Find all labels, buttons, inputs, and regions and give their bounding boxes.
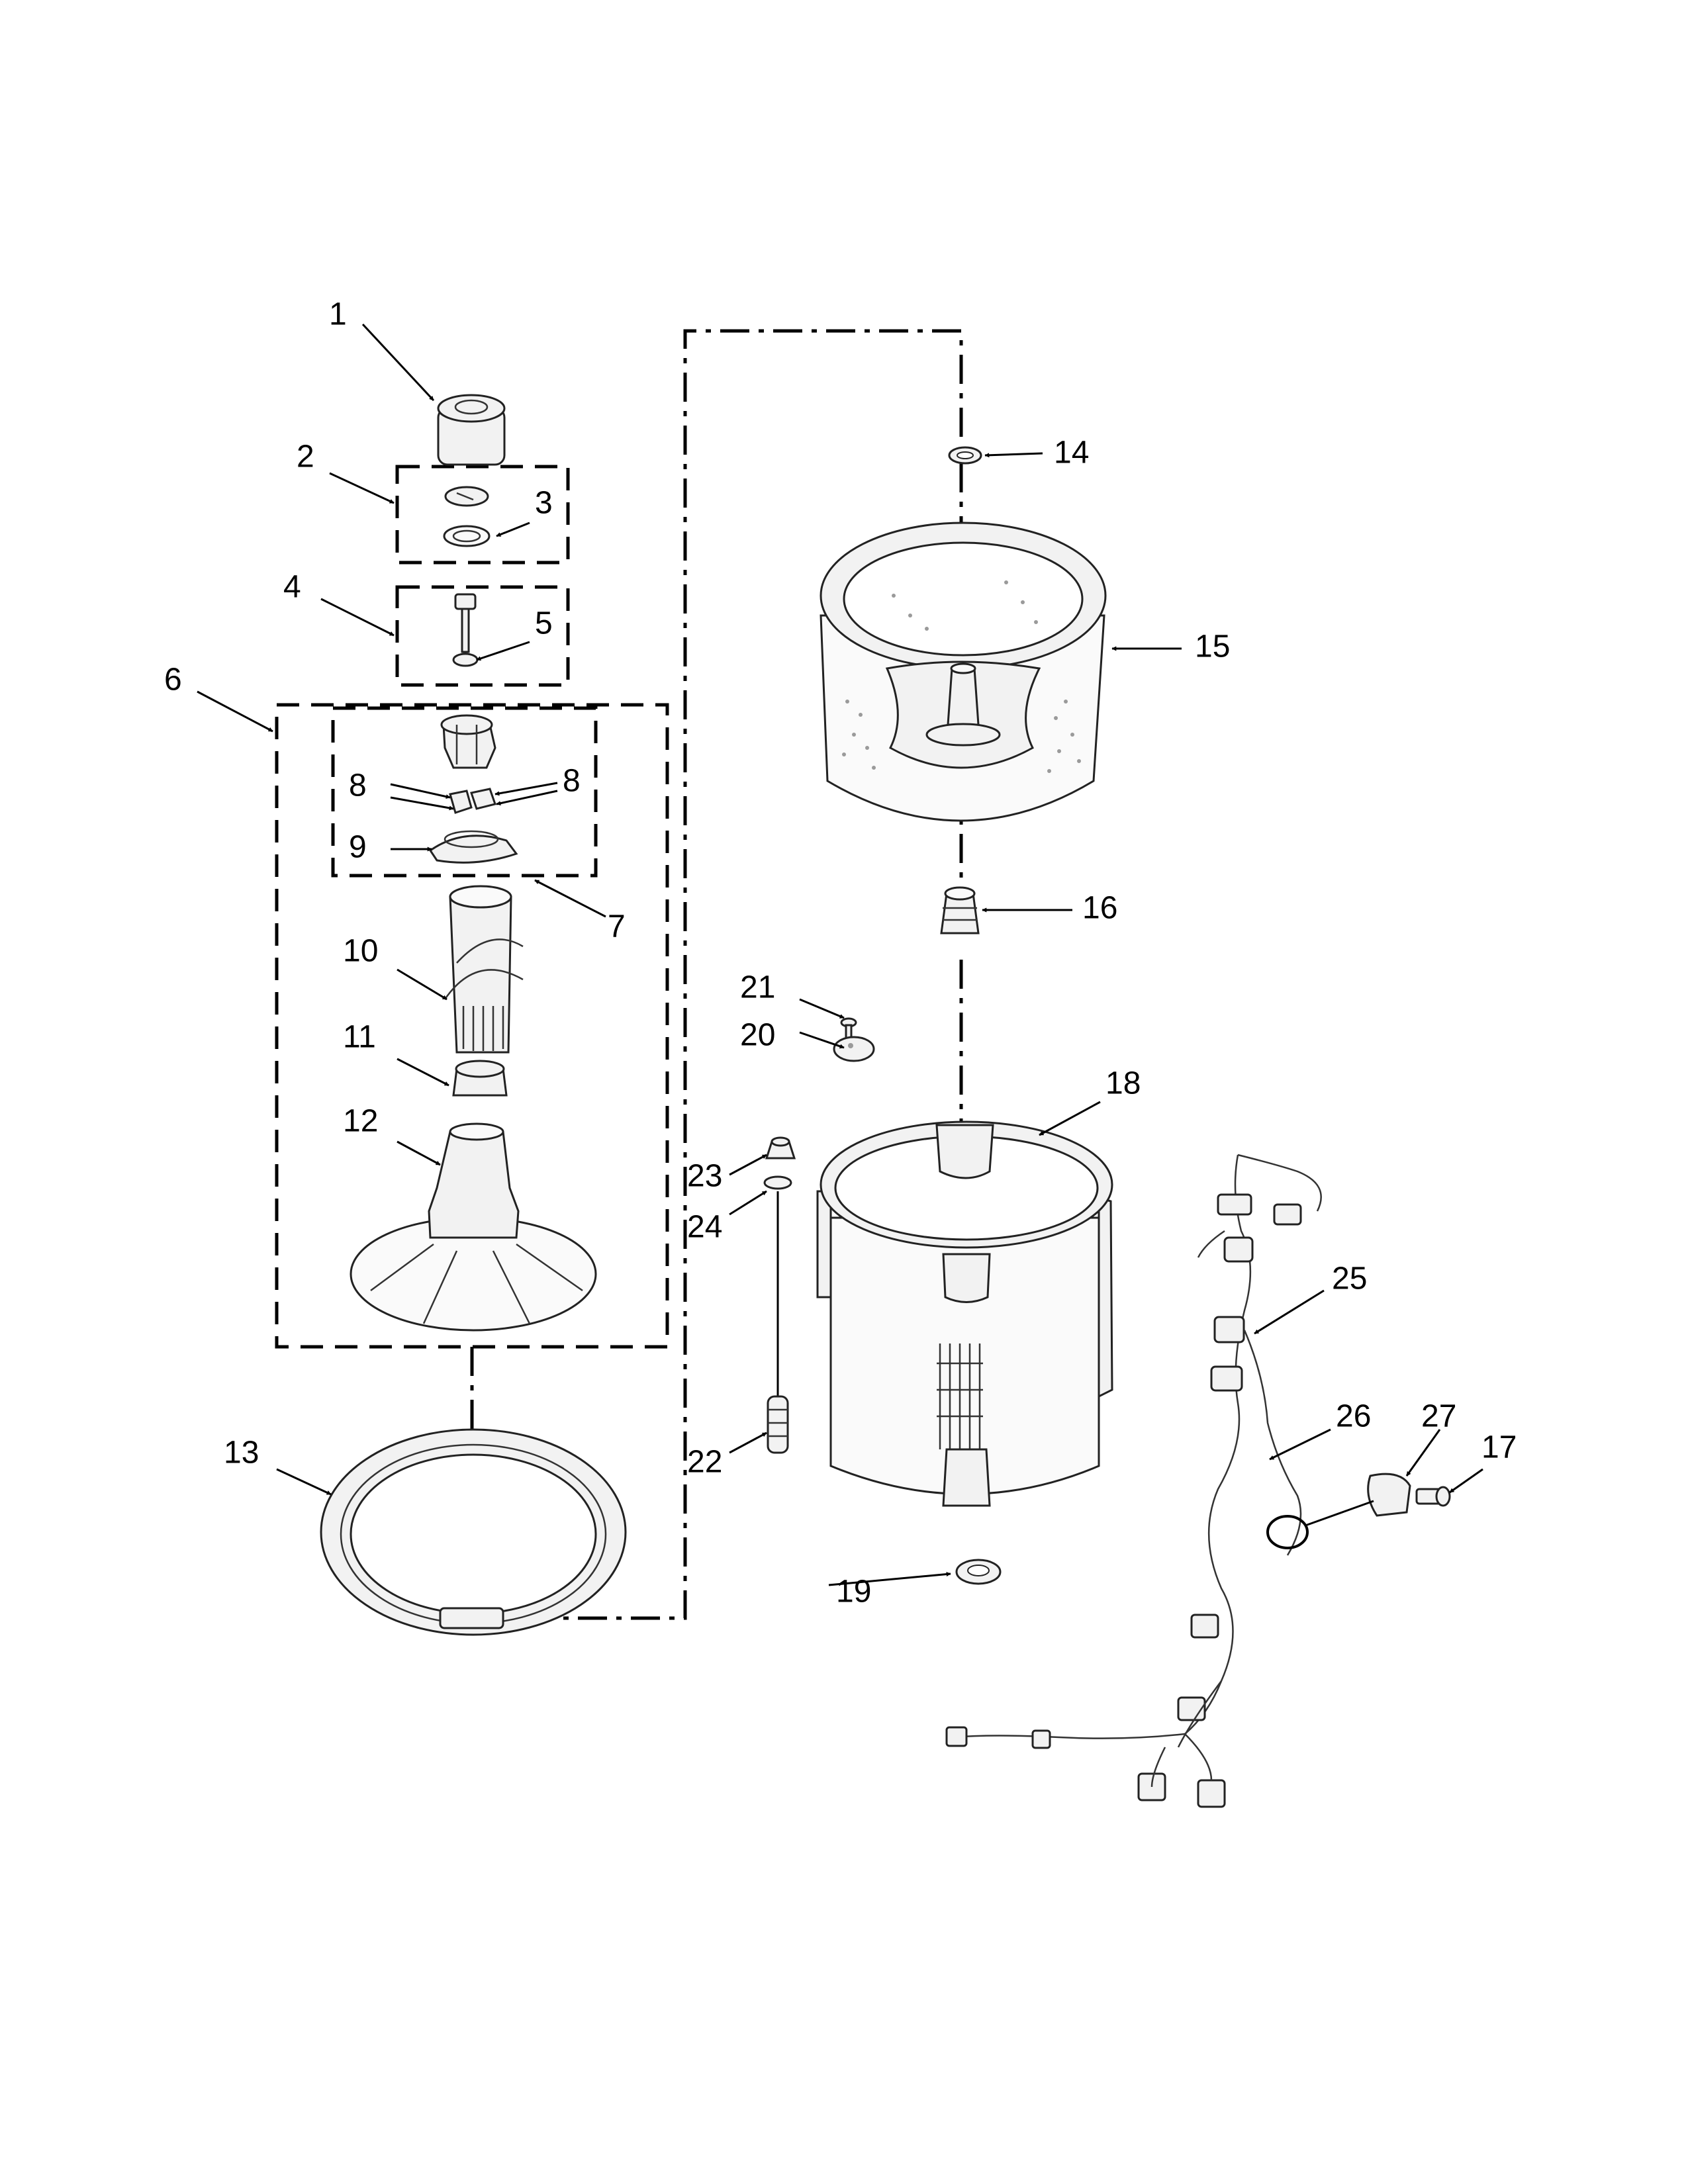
callout-22: 22	[687, 1445, 722, 1480]
part-4-bolt	[454, 593, 477, 653]
callout-7: 7	[608, 909, 626, 944]
part-13-tub-ring	[320, 1428, 627, 1636]
part-1-agitator-cap	[437, 394, 506, 466]
callout-23: 23	[687, 1159, 722, 1194]
callout-26: 26	[1336, 1399, 1371, 1434]
assembly-line-left-to-tub	[472, 329, 963, 1620]
part-3-seal-ring	[443, 525, 491, 547]
callout-24: 24	[687, 1210, 722, 1245]
detail-ring	[1266, 1500, 1374, 1549]
callout-13: 13	[224, 1435, 259, 1471]
part-22-air-dome-hose	[767, 1191, 789, 1454]
callout-3: 3	[535, 486, 553, 521]
callout-17: 17	[1481, 1430, 1517, 1465]
callout-18: 18	[1105, 1066, 1141, 1101]
part-11-collar	[452, 1060, 508, 1097]
part-16-drive-hub	[940, 886, 980, 934]
part-8-dog-right	[470, 788, 496, 810]
callout-16: 16	[1082, 891, 1117, 926]
part-18-outer-tub	[816, 1120, 1113, 1507]
callout-12: 12	[343, 1104, 378, 1139]
group-box-7	[331, 706, 598, 878]
callout-6: 6	[164, 662, 182, 698]
part-2-retainer	[444, 486, 489, 507]
callout-10: 10	[343, 934, 378, 969]
part-25-wire-harness	[945, 1154, 1322, 1808]
group-box-2-3	[395, 465, 570, 565]
callout-20: 20	[740, 1018, 775, 1053]
part-10-auger	[444, 885, 524, 1054]
callout-labels: 1 2 3 4 5 6 7 8 8 9 10 11 12 13 14 15 16…	[164, 297, 1517, 1610]
part-24-grommet	[763, 1175, 792, 1190]
part-20-cover	[833, 1036, 875, 1062]
part-19-tub-seal	[955, 1559, 1002, 1585]
group-box-4-5	[395, 585, 570, 687]
callout-2: 2	[297, 439, 314, 475]
part-9-cam	[428, 830, 518, 864]
part-15-wash-basket	[820, 522, 1107, 822]
callout-14: 14	[1054, 435, 1089, 471]
callout-5: 5	[535, 606, 553, 641]
part-27-clamp	[1367, 1473, 1411, 1517]
callout-21: 21	[740, 970, 775, 1005]
callout-19: 19	[836, 1574, 871, 1610]
callout-27: 27	[1421, 1399, 1456, 1434]
callout-11: 11	[343, 1020, 376, 1055]
callout-25: 25	[1332, 1261, 1367, 1297]
part-23-cap	[765, 1136, 796, 1160]
basket-perforations	[842, 580, 1081, 773]
part-12-agitator-base	[350, 1122, 597, 1332]
callout-9: 9	[349, 830, 367, 865]
part-5-washer	[452, 653, 479, 667]
callout-15: 15	[1195, 629, 1230, 664]
part-7-drive-cog	[440, 714, 496, 769]
part-14-clip	[948, 446, 982, 465]
callout-1: 1	[329, 297, 347, 332]
callout-8-right: 8	[563, 764, 581, 799]
leader-arrows	[197, 323, 1483, 1586]
callout-8-left: 8	[349, 768, 367, 803]
part-17-screw	[1415, 1486, 1451, 1507]
callout-4: 4	[283, 570, 301, 605]
